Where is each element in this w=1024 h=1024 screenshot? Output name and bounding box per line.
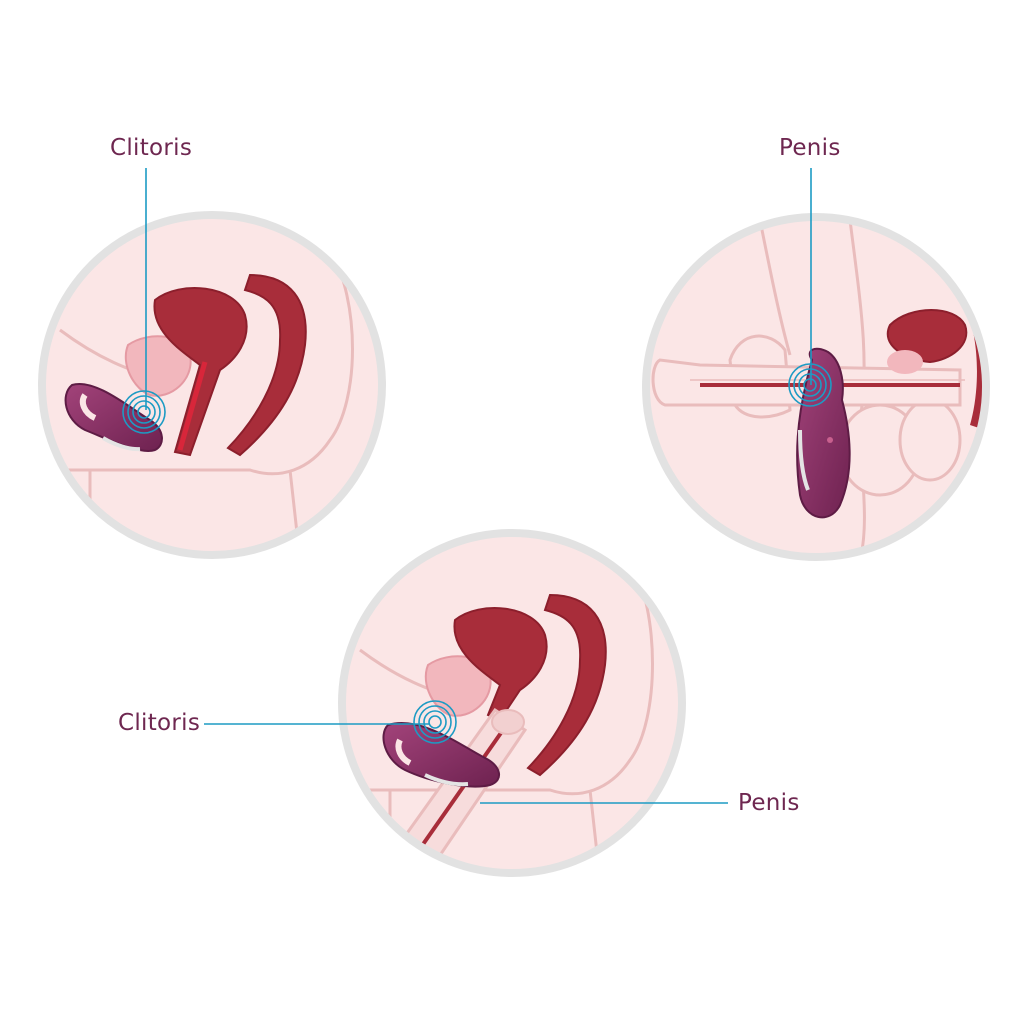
label-penis-male: Penis (779, 135, 841, 161)
panel-male (642, 168, 990, 561)
label-clitoris-female: Clitoris (110, 135, 193, 161)
label-clitoris-couple: Clitoris (118, 710, 201, 736)
panel-female (38, 168, 386, 559)
panel-couple (204, 529, 728, 877)
label-penis-couple: Penis (738, 790, 800, 816)
